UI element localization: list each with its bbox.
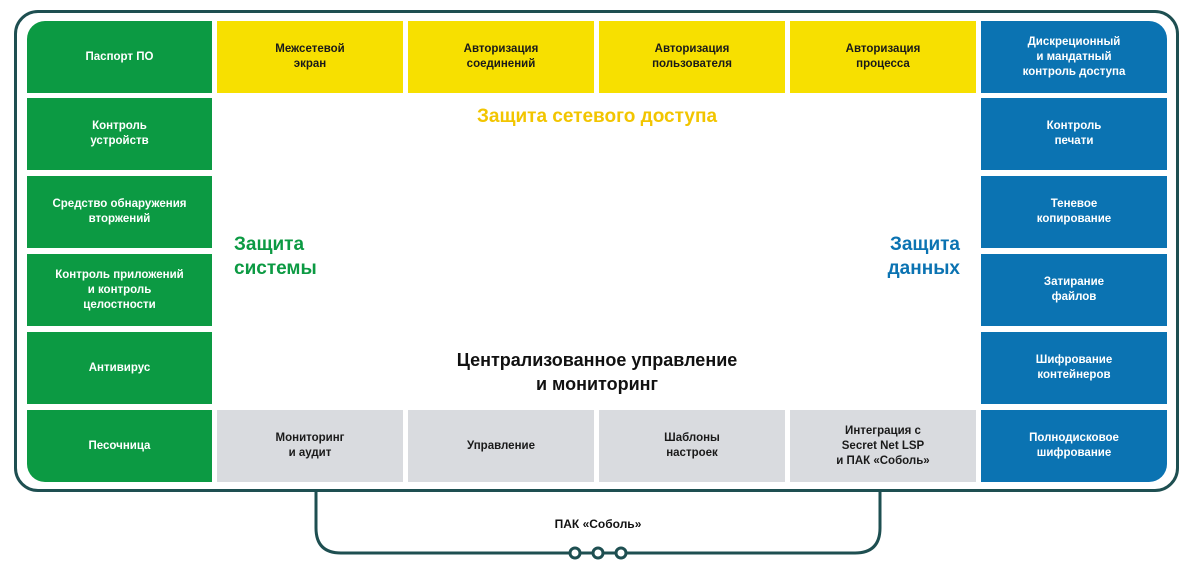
network-tile-connection-authorization: Авторизация соединений [408,21,594,93]
data-tile-access-control: Дискреционный и мандатный контроль досту… [981,21,1167,93]
system-tile-intrusion-detection: Средство обнаружения вторжений [27,176,212,248]
management-tile-integration: Интеграция с Secret Net LSP и ПАК «Собол… [790,410,976,482]
system-tile-device-control: Контроль устройств [27,98,212,170]
chain-links-icon [565,546,631,560]
system-tile-antivirus: Антивирус [27,332,212,404]
network-tile-firewall: Межсетевой экран [217,21,403,93]
data-tile-print-control: Контроль печати [981,98,1167,170]
system-tile-app-integrity-control: Контроль приложений и контроль целостнос… [27,254,212,326]
data-tile-file-wiping: Затирание файлов [981,254,1167,326]
data-protection-label: Защита данных [887,234,960,279]
system-protection-label: Защита системы [234,234,317,279]
network-tile-process-authorization: Авторизация процесса [790,21,976,93]
management-tile-monitoring-audit: Мониторинг и аудит [217,410,403,482]
data-tile-shadow-copy: Теневое копирование [981,176,1167,248]
system-tile-sandbox: Песочница [27,410,212,482]
network-protection-label: Защита сетевого доступа [476,106,718,127]
management-tile-management: Управление [408,410,594,482]
sobol-label: ПАК «Соболь» [554,517,642,531]
outer-frame [14,10,1179,492]
data-tile-full-disk-encryption: Полнодисковое шифрование [981,410,1167,482]
data-tile-container-encryption: Шифрование контейнеров [981,332,1167,404]
management-tile-settings-templates: Шаблоны настроек [599,410,785,482]
network-tile-user-authorization: Авторизация пользователя [599,21,785,93]
system-tile-software-passport: Паспорт ПО [27,21,212,93]
centralized-management-label: Централизованное управление и мониторинг [456,350,738,394]
